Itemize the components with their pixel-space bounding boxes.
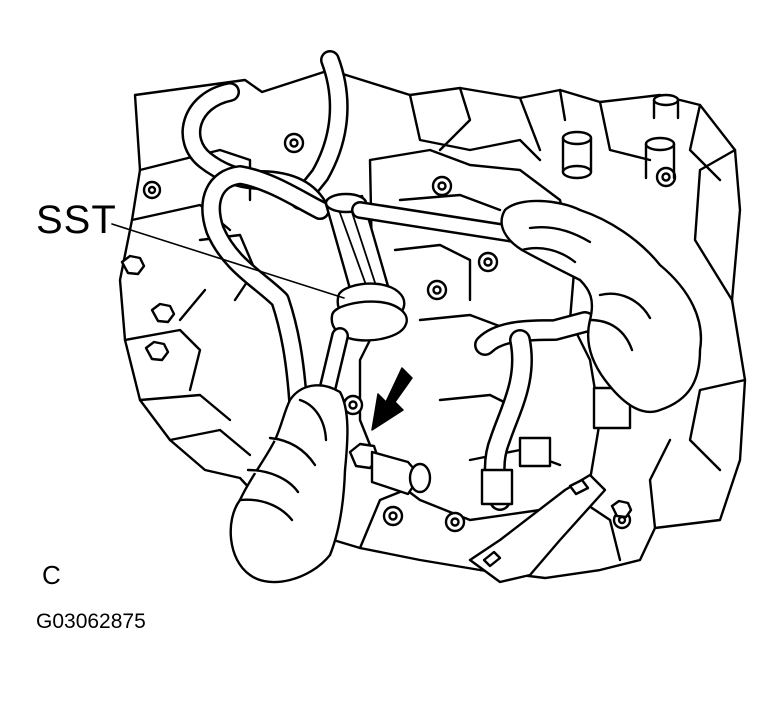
sst-rod	[181, 50, 349, 410]
view-letter-label: C	[42, 560, 61, 590]
sst-callout-label: SST	[36, 198, 117, 242]
sst-leader-line	[111, 223, 345, 299]
right-hand	[500, 199, 703, 413]
wrench-handle	[351, 201, 529, 244]
left-hand	[229, 384, 349, 584]
drain-plug	[348, 442, 432, 496]
mounting-bracket	[468, 473, 607, 584]
direction-arrow	[371, 367, 413, 431]
bolt-bosses	[142, 132, 677, 533]
side-bolts	[120, 254, 633, 519]
figure-code-label: G03062875	[36, 610, 146, 633]
top-bosses	[561, 93, 680, 180]
